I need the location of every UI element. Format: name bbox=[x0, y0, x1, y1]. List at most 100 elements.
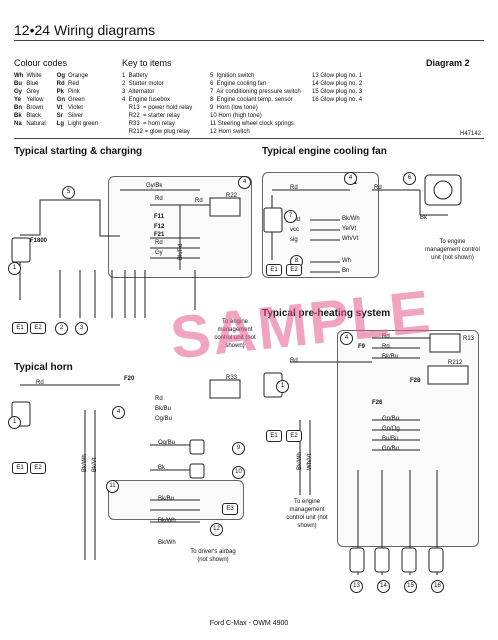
wire-rd-cool-2: Rd bbox=[374, 185, 382, 191]
colour-abbrev: Na bbox=[14, 121, 22, 127]
colour-abbrev: Og bbox=[56, 73, 66, 79]
wire-bkrd-vertical: Bk/Rd bbox=[178, 243, 184, 260]
colour-abbrev: Gn bbox=[56, 97, 66, 103]
colour-abbrev: Ye bbox=[14, 97, 22, 103]
wire-bkvt-vertical: Bk/Vt bbox=[92, 457, 98, 472]
colour-name: Silver bbox=[68, 113, 84, 119]
item-13: 13 bbox=[350, 580, 363, 593]
colour-name: Green bbox=[68, 97, 85, 103]
item-4-starting: 4 bbox=[238, 176, 251, 189]
relay-r212: R212 bbox=[448, 360, 463, 366]
fuse-f26: F26 bbox=[372, 400, 383, 406]
item-9: 9 bbox=[232, 442, 245, 455]
colour-abbrev: Bn bbox=[14, 105, 22, 111]
diagram-number: Diagram 2 bbox=[426, 58, 470, 68]
colour-abbrev: Rd bbox=[56, 81, 65, 87]
item-12: 12 bbox=[210, 523, 223, 536]
colour-name: Pink bbox=[68, 89, 80, 95]
colour-abbrev: Lg bbox=[56, 121, 65, 127]
wire-bkbu-horn: Bk/Bu bbox=[155, 406, 172, 412]
item-10: 10 bbox=[232, 466, 245, 479]
fuse-f9: F9 bbox=[358, 344, 366, 350]
wire-bkwh-horn-2: Bk/Wh bbox=[158, 540, 176, 546]
colour-abbrev: Wh bbox=[14, 73, 24, 79]
wire-ogbu-horn: Og/Bu bbox=[155, 416, 173, 422]
colour-name: Brown bbox=[26, 105, 44, 111]
wire-rd-cool-1: Rd bbox=[290, 185, 298, 191]
wire-rd-1: Rd bbox=[155, 196, 163, 202]
ground-e3-horn: E3 bbox=[222, 503, 238, 515]
section-title-starting: Typical starting & charging bbox=[14, 146, 143, 157]
item-4-horn: 4 bbox=[112, 406, 125, 419]
wire-gnog: Gn/Og bbox=[382, 426, 400, 432]
wire-rd-pre-3: Rd bbox=[382, 344, 390, 350]
ground-e1-preheat: E1 bbox=[266, 430, 282, 442]
relay-r13: R13 bbox=[463, 336, 475, 342]
diagram-ref: H47142 bbox=[460, 131, 482, 137]
item-2: 2 bbox=[55, 322, 68, 335]
ground-e2-horn: E2 bbox=[30, 462, 46, 474]
wire-rd-pre: Rd bbox=[290, 358, 298, 364]
wire-rd-3: Rd bbox=[155, 240, 163, 246]
item-15: 15 bbox=[404, 580, 417, 593]
ground-e2-preheat: E2 bbox=[286, 430, 302, 442]
wire-bn: Bn bbox=[342, 268, 350, 274]
item-4-cooling: 4 bbox=[344, 172, 357, 185]
wire-bkbu-pre: Bk/Bu bbox=[382, 354, 399, 360]
ecu-note-starting: To engine management control unit (not s… bbox=[214, 319, 256, 349]
colour-abbrev: Bk bbox=[14, 113, 22, 119]
page-title: Wiring diagrams bbox=[53, 22, 156, 38]
colour-abbrev: Sr bbox=[56, 113, 64, 119]
wire-whvt-pre-vertical: Wh/Vt bbox=[307, 453, 313, 470]
colour-abbrev: Vt bbox=[56, 105, 63, 111]
fuse-f1800: F1800 bbox=[30, 238, 48, 244]
wire-rd-pre-2: Rd bbox=[382, 334, 390, 340]
wire-whvt: Wh/Vt bbox=[342, 236, 359, 242]
wire-rd-horn-2: Rd bbox=[155, 396, 163, 402]
ecu-note-preheat: To engine management control unit (not s… bbox=[286, 499, 328, 529]
wire-bk-cool: Bk bbox=[420, 215, 428, 221]
fuse-f11: F11 bbox=[154, 214, 165, 220]
pin-sig: sig bbox=[290, 237, 298, 243]
item-7: 7 bbox=[284, 210, 297, 223]
key-column-1: 1 Battery 2 Starter motor 3 Alternator 4… bbox=[122, 73, 193, 135]
colour-name: White bbox=[26, 73, 42, 79]
section-title-horn: Typical horn bbox=[14, 362, 73, 373]
colour-name: Natural bbox=[26, 121, 46, 127]
ground-e1-cooling: E1 bbox=[266, 264, 282, 276]
item-11: 11 bbox=[106, 480, 119, 493]
item-4-preheat: 4 bbox=[340, 332, 353, 345]
key-column-2: 5 Ignition switch 6 Engine cooling fan 7… bbox=[210, 73, 301, 135]
item-1-preheat: 1 bbox=[276, 380, 289, 393]
colour-name: Grey bbox=[26, 89, 40, 95]
ecu-note-cooling: To engine management control unit (not s… bbox=[425, 239, 480, 261]
wire-bkwh-cool: Bk/Wh bbox=[342, 216, 360, 222]
wire-bkbu-horn-2: Bk/Bu bbox=[158, 496, 175, 502]
pin-vcc: vcc bbox=[290, 227, 299, 233]
wire-gnbu-2: Gn/Bu bbox=[382, 446, 400, 452]
section-title-cooling: Typical engine cooling fan bbox=[262, 146, 387, 157]
colour-name: Light green bbox=[68, 121, 99, 127]
item-14: 14 bbox=[377, 580, 390, 593]
colour-name: Violet bbox=[68, 105, 83, 111]
colour-abbrev: Pk bbox=[56, 89, 65, 95]
wire-rd-2: Rd bbox=[195, 198, 203, 204]
wire-ogbu-horn-2: Og/Bu bbox=[158, 440, 176, 446]
wire-wh: Wh bbox=[342, 258, 351, 264]
wire-bk-horn: Bk bbox=[158, 465, 166, 471]
item-1-starting: 1 bbox=[8, 262, 21, 275]
colour-name: Yellow bbox=[26, 97, 44, 103]
fuse-f28: F28 bbox=[410, 378, 421, 384]
item-3: 3 bbox=[75, 322, 88, 335]
page-header: 12•24 Wiring diagrams bbox=[14, 22, 155, 38]
fuse-f21: F21 bbox=[154, 232, 165, 238]
key-title: Key to items bbox=[122, 58, 172, 68]
item-1-horn: 1 bbox=[8, 416, 21, 429]
ground-e2-cooling: E2 bbox=[286, 264, 302, 276]
legend-rule bbox=[14, 138, 484, 139]
